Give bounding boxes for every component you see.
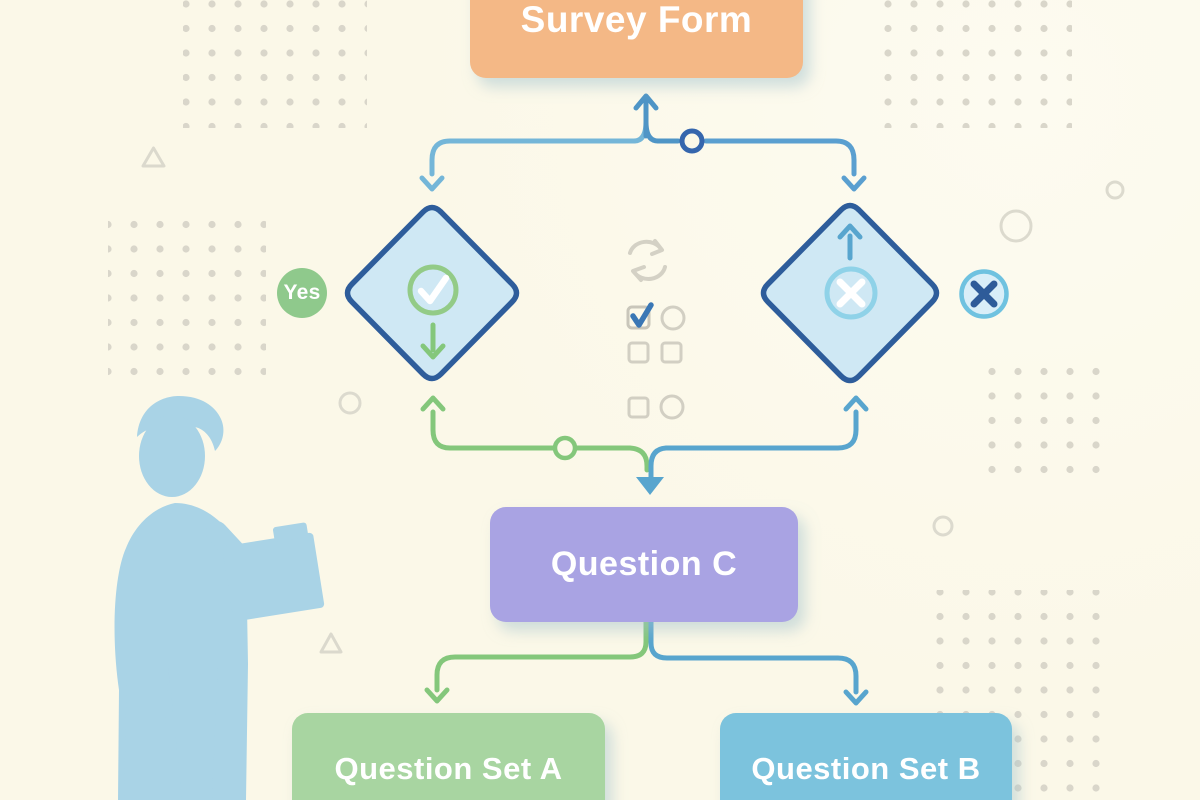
arrow-up-icon bbox=[420, 395, 446, 412]
arrow-up-icon bbox=[843, 395, 869, 412]
arrow-down-icon bbox=[636, 477, 664, 495]
connector-middle bbox=[420, 395, 869, 495]
cross-mark-icon bbox=[970, 280, 998, 308]
person-illustration bbox=[114, 396, 325, 800]
arrow-down-icon bbox=[419, 175, 445, 192]
form-fields-decoration bbox=[626, 302, 686, 420]
dot-grid-right-middle bbox=[983, 358, 1115, 490]
person-head bbox=[139, 415, 205, 497]
refresh-icon bbox=[628, 239, 667, 282]
question-set-b-label: Question Set B bbox=[751, 751, 981, 786]
clipboard-icon bbox=[222, 522, 325, 622]
connector-node bbox=[552, 435, 578, 461]
dot-grid-top-right bbox=[880, 0, 1072, 128]
checkbox-empty-icon bbox=[627, 341, 650, 364]
person-leg bbox=[124, 668, 168, 800]
arrow-down-icon bbox=[424, 687, 450, 704]
question-set-b-box: Question Set B bbox=[720, 713, 1012, 800]
checkbox-empty-icon bbox=[660, 341, 683, 364]
check-circle-icon bbox=[407, 264, 459, 316]
cross-circle-icon bbox=[824, 266, 878, 320]
arrow-up-icon bbox=[837, 223, 863, 240]
person-leg bbox=[168, 668, 218, 800]
triangle-outline-icon bbox=[319, 632, 343, 654]
question-c-box: Question C bbox=[490, 507, 798, 622]
connector-bottom bbox=[424, 619, 869, 706]
dot-grid-top-left bbox=[183, 0, 367, 128]
yes-badge: Yes bbox=[277, 268, 327, 318]
check-mark-icon bbox=[417, 274, 450, 305]
question-set-a-label: Question Set A bbox=[334, 751, 563, 786]
check-mark-icon bbox=[630, 302, 654, 328]
question-set-a-box: Question Set A bbox=[292, 713, 605, 800]
radio-empty-icon bbox=[659, 394, 685, 420]
cross-mark-icon bbox=[836, 278, 866, 308]
arrow-down-icon bbox=[420, 343, 446, 360]
question-c-label: Question C bbox=[550, 545, 738, 583]
circle-outline-icon bbox=[932, 515, 954, 537]
circle-outline-icon bbox=[338, 391, 362, 415]
circle-outline-icon bbox=[1105, 180, 1125, 200]
decision-diamond-left bbox=[344, 204, 520, 382]
connector-top bbox=[419, 93, 867, 192]
no-badge bbox=[959, 269, 1009, 319]
radio-empty-icon bbox=[660, 305, 686, 331]
checkbox-empty-icon bbox=[627, 396, 650, 419]
dot-grid-left-middle bbox=[108, 218, 266, 380]
connector-node bbox=[679, 128, 705, 154]
survey-form-box: Survey Form bbox=[470, 0, 803, 78]
survey-form-label: Survey Form bbox=[520, 0, 753, 40]
triangle-outline-icon bbox=[141, 146, 166, 168]
decision-diamond-right bbox=[760, 202, 940, 384]
checkbox-checked-icon bbox=[626, 305, 651, 330]
arrow-down-icon bbox=[843, 689, 869, 706]
arrow-down-icon bbox=[841, 175, 867, 192]
circle-outline-icon bbox=[999, 209, 1033, 243]
yes-badge-label: Yes bbox=[283, 281, 321, 304]
arrow-up-icon bbox=[633, 93, 659, 111]
